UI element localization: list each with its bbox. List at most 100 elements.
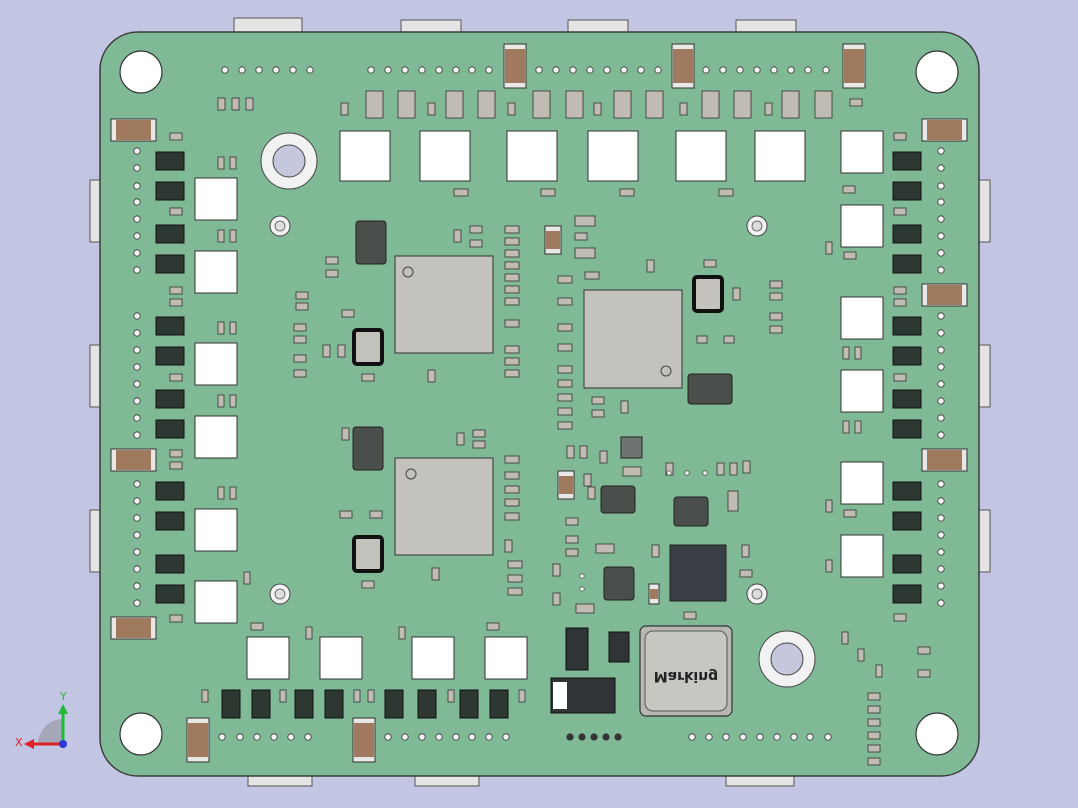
dark-part-right <box>892 511 922 531</box>
smd-chip <box>469 225 483 234</box>
dark-part-right <box>892 419 922 439</box>
via <box>221 66 229 74</box>
via <box>804 66 812 74</box>
via <box>485 66 493 74</box>
dark-part-bottom <box>459 689 479 719</box>
ic-pin-part <box>504 471 520 480</box>
via <box>937 582 945 590</box>
via <box>787 66 795 74</box>
smd-chip <box>849 98 863 107</box>
pad-right <box>840 204 884 248</box>
via <box>133 397 141 405</box>
ic-pin-part <box>557 343 573 352</box>
dark-part-right <box>892 181 922 201</box>
via <box>937 380 945 388</box>
via <box>806 733 814 741</box>
smd-chip <box>619 188 635 197</box>
smd-chip <box>169 449 183 458</box>
smd-chip <box>591 396 605 405</box>
smd-chip <box>587 486 596 500</box>
smd-chip <box>453 188 469 197</box>
dark-part-bottom <box>384 689 404 719</box>
via <box>937 232 945 240</box>
smd-chip <box>591 409 605 418</box>
smd-chip <box>741 544 750 558</box>
dark-part-left <box>155 481 185 501</box>
via <box>569 66 577 74</box>
via <box>418 733 426 741</box>
side-connector <box>977 179 991 243</box>
smd-chip <box>842 185 856 194</box>
smd-chip <box>431 567 440 581</box>
corner-hole <box>119 712 163 756</box>
dark-part-bottom <box>417 689 437 719</box>
smd-chip <box>696 335 708 344</box>
x-axis-arrowhead <box>24 739 34 749</box>
resistor-body <box>354 723 374 757</box>
via <box>289 66 297 74</box>
via <box>485 733 493 741</box>
dark-part-left <box>155 346 185 366</box>
smd-chip <box>552 592 561 606</box>
axis-triad[interactable]: Y X <box>15 690 68 749</box>
via <box>133 147 141 155</box>
power-inductor[interactable]: Marking <box>639 625 733 717</box>
connector-part <box>867 731 881 740</box>
pad-top <box>339 130 391 182</box>
via <box>133 266 141 274</box>
z-axis-dot <box>59 740 67 748</box>
pin1-marker <box>402 266 414 278</box>
via <box>937 147 945 155</box>
pad-right <box>840 534 884 578</box>
via <box>937 266 945 274</box>
via <box>272 66 280 74</box>
mounting-holes <box>119 50 959 756</box>
via <box>435 66 443 74</box>
smd-chip <box>857 648 865 662</box>
resistor-body <box>116 120 151 140</box>
smd-chip <box>583 473 592 487</box>
via <box>637 66 645 74</box>
smd-chip <box>456 432 465 446</box>
diode-band <box>553 682 567 709</box>
smd-chip <box>507 560 523 569</box>
pin1-marker <box>405 468 417 480</box>
dark-part-right <box>892 584 922 604</box>
dark-part-right <box>892 316 922 336</box>
smd-chip <box>339 510 353 519</box>
via <box>418 66 426 74</box>
crystal <box>352 328 384 366</box>
top-bank-part <box>733 90 752 119</box>
ic-pin-part <box>504 485 520 494</box>
resistor-body <box>844 49 864 83</box>
smd-chip <box>552 563 561 577</box>
dark-part-left <box>155 554 185 574</box>
crystal <box>692 275 724 313</box>
dark-part-right <box>892 389 922 409</box>
resistor-body <box>116 450 151 470</box>
connector-part <box>867 705 881 714</box>
plated-hole <box>272 144 306 178</box>
via <box>620 66 628 74</box>
smd-chip <box>716 462 725 476</box>
resistor-body <box>559 476 573 494</box>
small-hole <box>751 588 763 600</box>
smd-chip <box>325 256 339 265</box>
smd-chip <box>679 102 688 116</box>
dark-chip <box>355 220 387 265</box>
small-hole <box>274 588 286 600</box>
resistor-body <box>116 618 151 638</box>
ic-pin-part <box>504 498 520 507</box>
dark-part-bottom <box>251 689 271 719</box>
via <box>133 548 141 556</box>
smd-chip <box>703 259 717 268</box>
mcu-package <box>394 255 494 354</box>
mcu-package <box>583 289 683 389</box>
via <box>133 380 141 388</box>
pad-top <box>506 130 558 182</box>
via <box>255 66 263 74</box>
smd-chip <box>620 400 629 414</box>
via <box>937 346 945 354</box>
